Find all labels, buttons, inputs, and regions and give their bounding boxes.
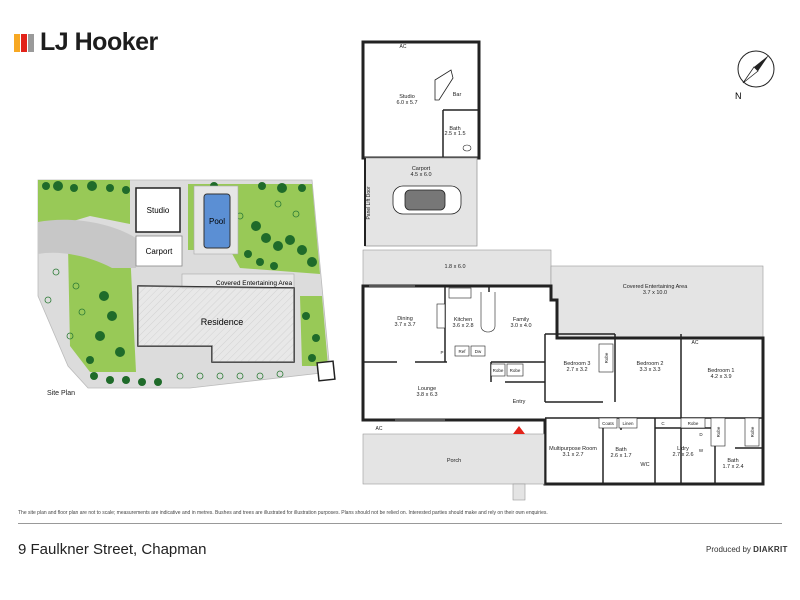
fp-bedroom3-name: Bedroom 3 <box>564 361 591 367</box>
fp-robe-b3-label: Robe <box>604 352 609 363</box>
fp-laundry-size: 2.7 x 2.6 <box>672 452 693 458</box>
fp-covered-size: 3.7 x 10.0 <box>643 290 667 296</box>
fp-studio-bath-size: 2.5 x 1.5 <box>444 131 465 137</box>
site-plan-caption: Site Plan <box>47 390 76 397</box>
fp-robe-a-label: Robe <box>493 368 504 373</box>
fp-family-size: 3.0 x 4.0 <box>510 323 531 329</box>
fp-bedroom2-name: Bedroom 2 <box>637 361 664 367</box>
fp-studio <box>361 40 481 160</box>
site-studio <box>135 187 181 233</box>
brand-logo-text: LJ Hooker <box>40 28 158 56</box>
fp-bedroom3-size: 2.7 x 3.2 <box>566 367 587 373</box>
fp-studio-ac: AC <box>400 44 407 50</box>
fp-kitchen-island <box>480 292 496 333</box>
fp-w-label: W <box>699 448 704 453</box>
fp-carport-name: Carport <box>412 166 431 172</box>
site-palms <box>44 198 300 380</box>
fp-c-label: C <box>661 421 665 426</box>
fp-laundry-name: L'dry <box>677 446 689 452</box>
footer-divider <box>18 523 782 524</box>
site-carport-label: Carport <box>146 247 173 256</box>
fp-bath-main-name: Bath <box>615 447 626 453</box>
fp-ac-lounge-label: AC <box>376 426 383 432</box>
fp-studio-name: Studio <box>399 94 415 100</box>
fp-robe-c-label: Robe <box>688 421 699 426</box>
fp-linen-label: Linen <box>622 421 634 426</box>
fp-wc-label: WC <box>640 462 649 468</box>
site-covered-label: Covered Entertaining Area <box>216 280 293 287</box>
fp-ensuite-size: 1.7 x 2.4 <box>722 464 743 470</box>
disclaimer-text: The site plan and floor plan are not to … <box>18 510 548 516</box>
fp-kitchen-sink <box>448 287 472 299</box>
fp-robe-b-label: Robe <box>510 368 521 373</box>
fp-bath-main-size: 2.6 x 1.7 <box>610 453 631 459</box>
fp-house-outline <box>361 284 765 486</box>
fp-p-label: P <box>440 350 443 355</box>
fp-bar-label: Bar <box>453 92 462 98</box>
fp-robe-b1b-label: Robe <box>750 426 755 437</box>
site-shed <box>316 360 336 382</box>
site-driveway <box>38 219 136 268</box>
fp-family-name: Family <box>513 317 529 323</box>
fp-studio-size: 6.0 x 5.7 <box>396 100 417 106</box>
fp-covered-name: Covered Entertaining Area <box>623 284 688 290</box>
fp-dining-size: 3.7 x 3.7 <box>394 322 415 328</box>
fp-breezeway-size: 1.8 x 6.0 <box>444 264 465 270</box>
lj-hooker-logo-mark <box>14 34 34 52</box>
producer-credit: Produced by DIAKRIT <box>706 545 788 554</box>
fp-bedroom1-size: 4.2 x 3.9 <box>710 374 731 380</box>
fp-kitchen-cooktop <box>436 303 446 329</box>
fp-studio-bath-name: Bath <box>449 126 460 132</box>
fp-covered-area <box>550 265 764 339</box>
fp-ensuite-name: Bath <box>727 458 738 464</box>
site-pool-label: Pool <box>209 217 225 226</box>
fp-d-label: D <box>699 432 703 437</box>
fp-entry-label: Entry <box>513 399 526 405</box>
site-residence-label: Residence <box>201 317 244 327</box>
fp-multipurpose-size: 3.1 x 2.7 <box>562 452 583 458</box>
fp-ref-label: Ref <box>458 349 466 354</box>
fp-multipurpose-name: Multipurpose Room <box>549 446 597 452</box>
site-studio-label: Studio <box>147 206 170 215</box>
fp-bedroom2-size: 3.3 x 3.3 <box>639 367 660 373</box>
fp-dining-name: Dining <box>397 316 413 322</box>
producer-prefix: Produced by <box>706 545 751 554</box>
site-lawn-w <box>68 246 136 372</box>
north-label: N <box>735 91 742 101</box>
fp-panel-lift-door: Panel Lift Door <box>366 186 372 219</box>
fp-bar-counter <box>434 69 454 101</box>
fp-bedroom1-name: Bedroom 1 <box>708 368 735 374</box>
fp-lounge-size: 3.8 x 6.3 <box>416 392 437 398</box>
fp-robe-b1a-label: Robe <box>716 426 721 437</box>
car-icon <box>392 185 462 215</box>
fp-dw-label: Dw <box>475 349 482 354</box>
fp-kitchen-size: 3.6 x 2.8 <box>452 323 473 329</box>
fp-kitchen-name: Kitchen <box>454 317 472 323</box>
site-carport <box>135 235 183 267</box>
north-arrow-icon: N <box>735 50 775 101</box>
site-residence <box>137 285 295 363</box>
site-plan: Studio Carport Pool Covered Entertaining… <box>37 179 336 389</box>
property-address: 9 Faulkner Street, Chapman <box>18 541 207 558</box>
fp-ac-bed1-label: AC <box>692 340 699 346</box>
fp-porch <box>362 433 546 485</box>
producer-name: DIAKRIT <box>753 545 788 554</box>
floor-plan: AC Studio 6.0 x 5.7 Bar Bath 2.5 x 1.5 C… <box>361 40 765 501</box>
fp-coats-label: Coats <box>602 421 615 426</box>
fp-lounge-name: Lounge <box>418 386 436 392</box>
fp-entry-marker <box>513 426 525 434</box>
fp-carport-size: 4.5 x 6.0 <box>410 172 431 178</box>
fp-porch-label: Porch <box>447 458 461 464</box>
site-pool <box>203 193 231 249</box>
